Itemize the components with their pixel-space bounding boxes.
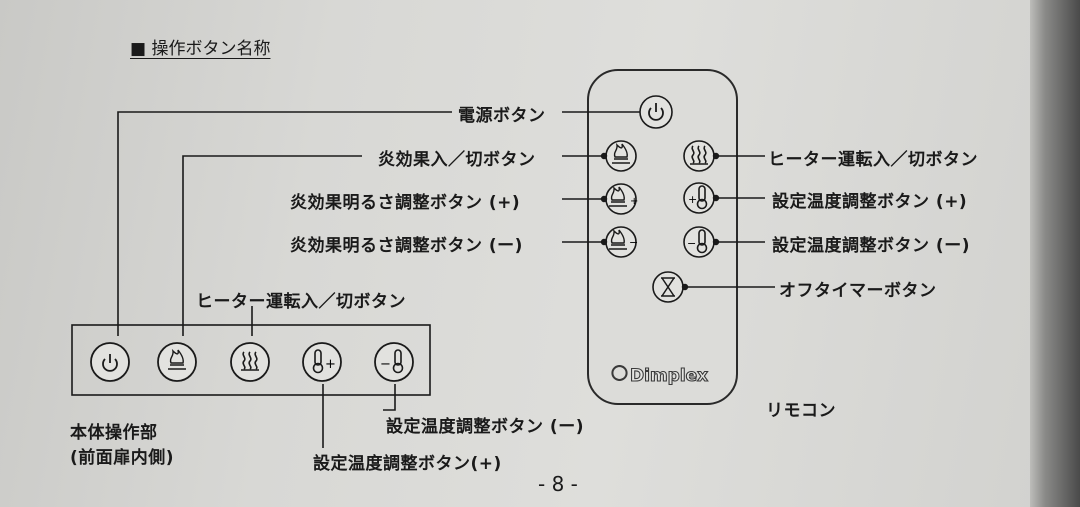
svg-text:Dimplex: Dimplex <box>630 366 708 386</box>
svg-text:−: − <box>687 237 696 250</box>
remote-temp-plus-button[interactable]: + <box>683 182 715 214</box>
label-heater-toggle: ヒーター運転入／切ボタン <box>768 150 978 170</box>
page-edge-shadow <box>1030 0 1080 507</box>
panel-label-heater-toggle: ヒーター運転入／切ボタン <box>196 292 406 312</box>
panel-temp-minus-button[interactable]: − <box>374 342 414 382</box>
panel-power-button[interactable] <box>90 342 130 382</box>
svg-text:−: − <box>629 236 638 249</box>
page-number: - 8 - <box>538 472 578 496</box>
remote-off-timer-button[interactable] <box>652 271 684 303</box>
section-heading: ■ 操作ボタン名称 <box>130 39 271 59</box>
remote-power-button[interactable] <box>639 95 673 129</box>
svg-text:+: + <box>688 193 697 206</box>
svg-text:+: + <box>325 357 336 372</box>
label-off-timer: オフタイマーボタン <box>779 281 937 301</box>
remote-flame-toggle-button[interactable] <box>605 140 637 172</box>
label-temp-plus: 設定温度調整ボタン (+) <box>772 192 968 212</box>
manual-page <box>0 0 1045 507</box>
remote-temp-minus-button[interactable]: − <box>683 226 715 258</box>
label-power: 電源ボタン <box>458 106 546 126</box>
panel-label-temp-minus: 設定温度調整ボタン (ー) <box>386 417 584 437</box>
panel-title-line1: 本体操作部 <box>70 423 158 443</box>
panel-label-temp-plus: 設定温度調整ボタン(+) <box>313 454 502 474</box>
panel-temp-plus-button[interactable]: + <box>302 342 342 382</box>
dimplex-logo: Dimplex <box>611 365 709 387</box>
panel-flame-toggle-button[interactable] <box>157 342 197 382</box>
svg-text:+: + <box>630 196 638 207</box>
svg-text:−: − <box>380 357 391 372</box>
remote-heater-toggle-button[interactable] <box>683 140 715 172</box>
panel-frame <box>71 324 431 396</box>
label-flame-toggle: 炎効果入／切ボタン <box>378 150 536 170</box>
remote-title: リモコン <box>766 401 836 421</box>
hourglass-icon <box>661 277 675 297</box>
panel-heater-toggle-button[interactable] <box>230 342 270 382</box>
panel-title-line2: (前面扉内側) <box>70 448 175 468</box>
label-temp-minus: 設定温度調整ボタン (ー) <box>772 236 970 256</box>
label-flame-minus: 炎効果明るさ調整ボタン (ー) <box>290 236 523 256</box>
label-flame-plus: 炎効果明るさ調整ボタン (+) <box>290 193 521 213</box>
